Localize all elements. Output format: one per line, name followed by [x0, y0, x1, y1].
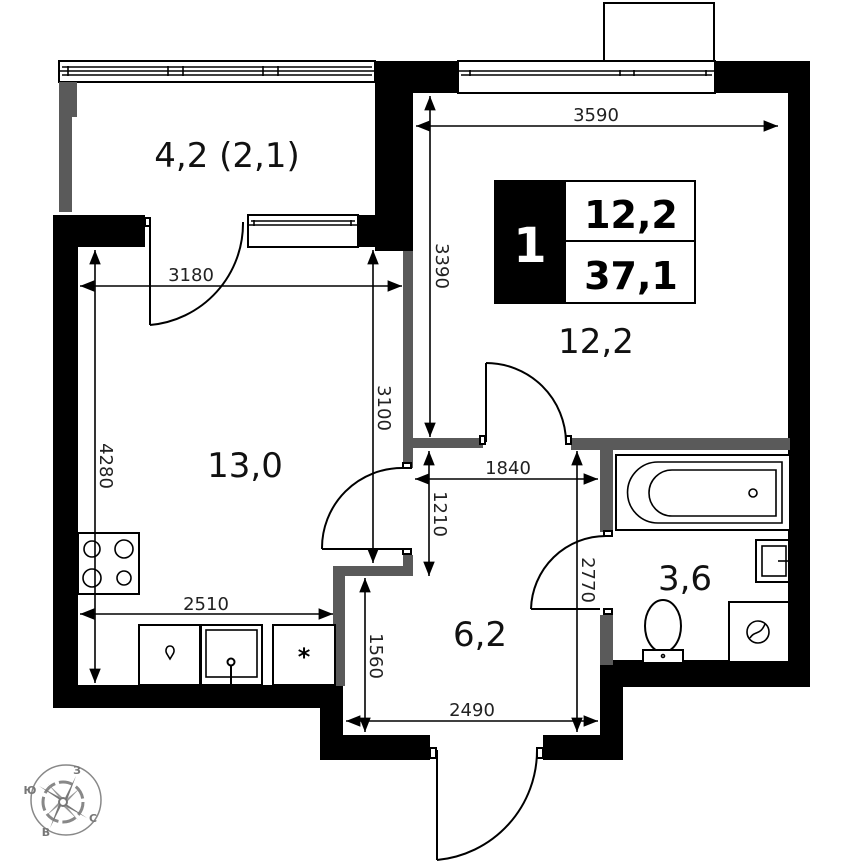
- kitchen-fixtures: *: [77, 532, 336, 686]
- dimension-labels: 3590 3390 3180 3100 4280 2510 1840 1210 …: [95, 105, 619, 721]
- compass-east: В: [42, 826, 50, 839]
- rooms-count: 1: [513, 218, 546, 274]
- bearing-walls: [53, 61, 810, 760]
- dim-hall-width-bottom: 2490: [449, 700, 495, 721]
- dim-hall-width-top: 1840: [485, 458, 531, 479]
- compass-south: Ю: [24, 784, 37, 797]
- washbasin-icon: [755, 539, 790, 583]
- partition-walls: [333, 251, 790, 686]
- dim-bedroom-depth: 3390: [431, 243, 452, 289]
- dim-bedroom-width: 3590: [573, 105, 619, 126]
- kitchen-window: [247, 214, 359, 248]
- dim-hall-passage: 1210: [429, 491, 450, 537]
- hallway-area: 6,2: [453, 615, 507, 655]
- compass-rose-icon: З С В Ю: [24, 764, 102, 839]
- dim-hall-height-right: 2770: [577, 557, 598, 603]
- bathroom-fixtures: [615, 454, 791, 664]
- water-drop-icon: [165, 645, 175, 661]
- doors: [144, 217, 613, 861]
- dim-kitchen-height-left: 4280: [95, 443, 116, 489]
- dim-kitchen-width-top: 3180: [168, 265, 214, 286]
- apartment-summary-badge: 1 12,2 37,1: [494, 180, 696, 304]
- kitchen-area: 13,0: [207, 446, 283, 486]
- bedroom-area: 12,2: [558, 322, 634, 362]
- dishwasher-icon: *: [298, 643, 311, 671]
- living-area: 12,2: [584, 193, 678, 237]
- washing-machine-icon: [728, 601, 790, 663]
- bathtub-icon: [615, 454, 791, 531]
- dim-kitchen-width-bottom: 2510: [183, 594, 229, 615]
- dimension-lines: [80, 96, 778, 732]
- balcony: [58, 60, 376, 212]
- kitchen-door[interactable]: [320, 462, 412, 555]
- bedroom-door[interactable]: [479, 362, 572, 445]
- compass-west: З: [73, 764, 81, 777]
- toilet-icon: [642, 599, 684, 664]
- kitchen-counter: *: [138, 624, 336, 686]
- bathroom-area: 3,6: [658, 559, 712, 599]
- dim-kitchen-height-right: 3100: [373, 385, 394, 431]
- entrance-door[interactable]: [429, 747, 544, 861]
- total-area: 37,1: [584, 254, 678, 298]
- compass-north: С: [89, 812, 97, 825]
- room-area-labels: 4,2 (2,1) 12,2 13,0 6,2 3,6: [154, 136, 712, 655]
- air-conditioner-box: [603, 2, 715, 62]
- stove-icon: [77, 532, 140, 595]
- dim-hall-height-left: 1560: [365, 633, 386, 679]
- bedroom-window: [457, 2, 716, 94]
- balcony-area: 4,2 (2,1): [154, 136, 299, 176]
- bathroom-door[interactable]: [530, 530, 613, 615]
